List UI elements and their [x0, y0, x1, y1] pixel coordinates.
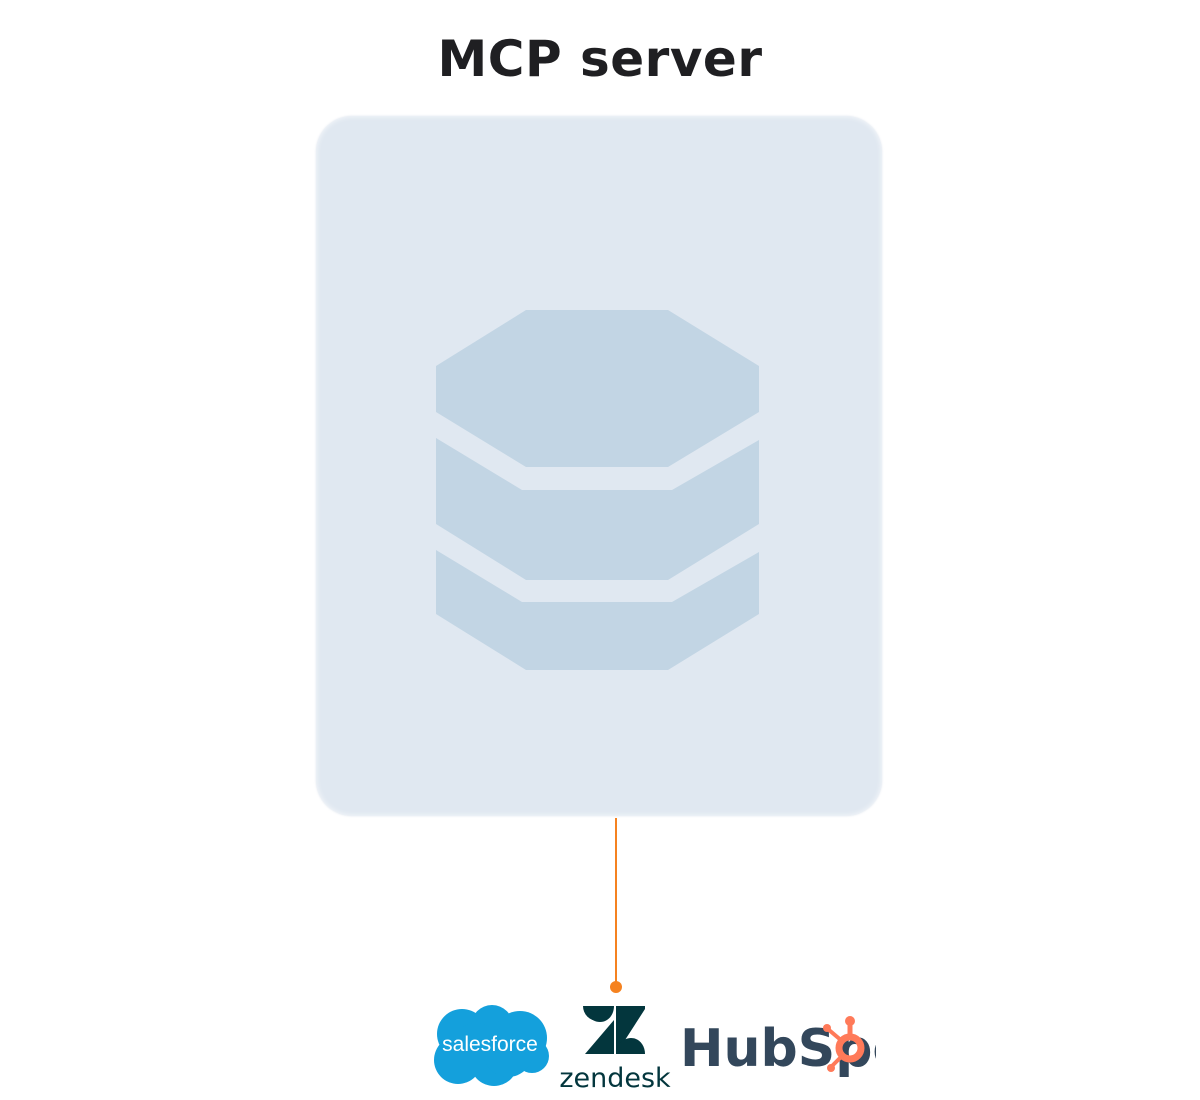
zendesk-wordmark: zendesk — [559, 1063, 671, 1092]
zendesk-logo: zendesk — [559, 1006, 671, 1092]
hubspot-sprocket-icon — [823, 1016, 865, 1072]
connector-dot — [610, 981, 622, 993]
hubspot-logo: HubSpot — [680, 1016, 876, 1078]
page-title: MCP server — [437, 30, 763, 88]
salesforce-wordmark: salesforce — [442, 1033, 538, 1056]
database-stack-icon — [436, 310, 759, 670]
hubspot-wordmark: HubSpot — [680, 1019, 876, 1078]
salesforce-logo: salesforce — [434, 1005, 549, 1086]
